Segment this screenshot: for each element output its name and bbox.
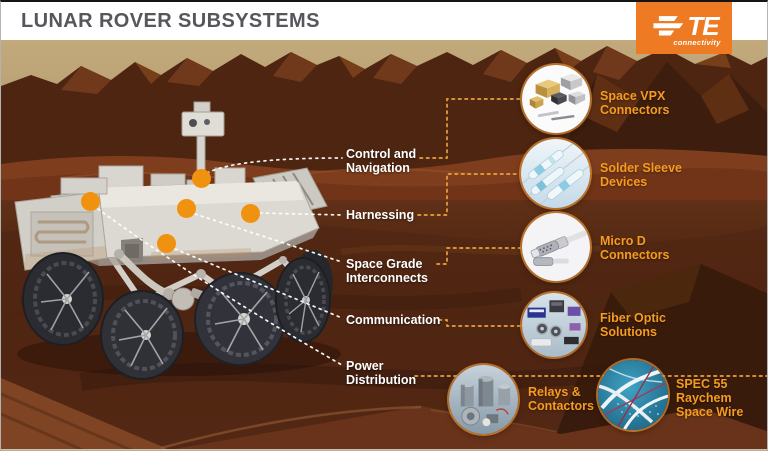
product-label-space-vpx-connectors[interactable]: Space VPX Connectors <box>600 89 670 117</box>
subsystem-label-harnessing: Harnessing <box>346 208 415 222</box>
product-photo-spec55-space-wire[interactable] <box>598 360 668 430</box>
subsystem-label-communication: Communication <box>346 313 441 327</box>
hotspot-dot-communication <box>157 234 176 253</box>
product-label-micro-d-connectors[interactable]: Micro D Connectors <box>600 234 670 262</box>
fiber-optic-solutions-image <box>522 293 586 357</box>
product-photo-relays-contactors[interactable] <box>449 365 518 434</box>
page-title: LUNAR ROVER SUBSYSTEMS <box>21 9 320 32</box>
product-label-spec55-space-wire[interactable]: SPEC 55 Raychem Space Wire <box>676 377 744 419</box>
product-label-solder-sleeve-devices[interactable]: Solder Sleeve Devices <box>600 161 682 189</box>
micro-d-connectors-image <box>522 213 590 281</box>
logo-tagline-text: connectivity <box>673 38 721 47</box>
te-triple-bar-icon <box>653 16 684 36</box>
product-label-relays-contactors[interactable]: Relays & Contactors <box>528 385 594 413</box>
hotspot-dot-control-navigation <box>192 169 211 188</box>
subsystem-label-control-navigation: Control and Navigation <box>346 147 417 175</box>
relays-contactors-image <box>449 365 518 434</box>
space-vpx-connectors-image <box>522 65 590 133</box>
logo-brand-text: TE <box>687 11 719 41</box>
spec55-space-wire-image <box>598 360 668 430</box>
product-photo-solder-sleeve-devices[interactable] <box>521 139 590 208</box>
te-logo: TE connectivity <box>636 2 732 54</box>
hotspot-dot-space-grade-interconnects <box>177 199 196 218</box>
subsystem-label-power-distribution: Power Distribution <box>346 359 417 387</box>
hotspot-dot-harnessing <box>241 204 260 223</box>
subsystem-label-space-grade-interconnects: Space Grade Interconnects <box>346 257 428 285</box>
product-photo-space-vpx-connectors[interactable] <box>522 65 590 133</box>
product-photo-fiber-optic-solutions[interactable] <box>522 293 586 357</box>
product-photo-micro-d-connectors[interactable] <box>522 213 590 281</box>
solder-sleeve-devices-image <box>521 139 590 208</box>
hotspot-dot-power-distribution <box>81 192 100 211</box>
lunar-rover-art <box>14 101 341 380</box>
product-label-fiber-optic-solutions[interactable]: Fiber Optic Solutions <box>600 311 666 339</box>
